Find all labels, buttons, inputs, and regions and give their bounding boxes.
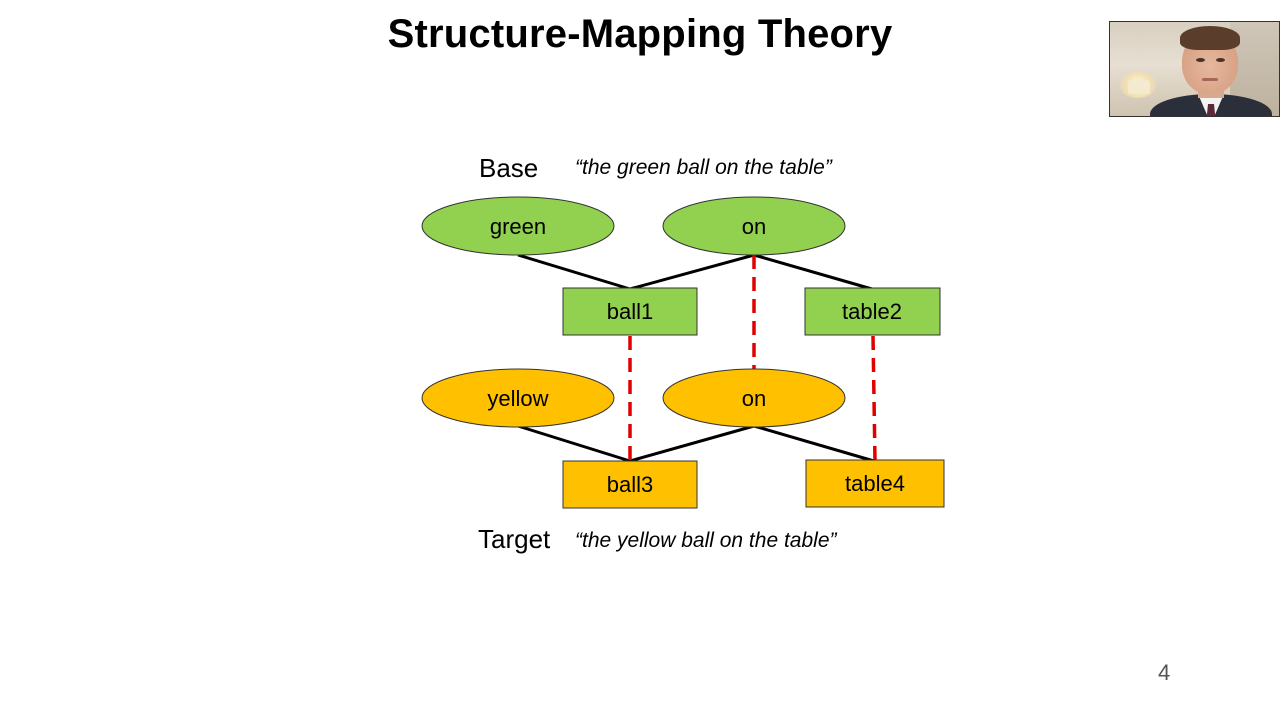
- node-green: [421, 196, 615, 256]
- node-yellow: [421, 368, 615, 428]
- target-label: Target: [478, 524, 551, 554]
- target-quote: “the yellow ball on the table”: [575, 529, 837, 552]
- link-on-ball3: [629, 424, 755, 463]
- node-ball1-label: ball1: [607, 299, 653, 324]
- node-green-label: green: [490, 214, 546, 239]
- node-ball3-label: ball3: [607, 472, 653, 497]
- node-ball3: [562, 460, 698, 509]
- link-green-ball1: [517, 253, 631, 291]
- base-label: Base: [479, 153, 539, 183]
- target-nodes: yellow on ball3 table4: [421, 368, 945, 509]
- node-table2: [804, 287, 941, 336]
- node-table4-label: table4: [845, 471, 905, 496]
- slide-page-number: 4: [1158, 660, 1171, 685]
- node-target-on-label: on: [742, 386, 766, 411]
- node-table2-label: table2: [842, 299, 902, 324]
- slide-title: Structure-Mapping Theory: [387, 12, 893, 56]
- link-on-table4: [753, 424, 875, 463]
- node-table4: [805, 459, 945, 508]
- lamp-icon: [1128, 80, 1150, 94]
- base-links: [517, 253, 873, 291]
- node-ball1: [562, 287, 698, 336]
- link-on-ball1: [629, 253, 755, 291]
- node-base-on-label: on: [742, 214, 766, 239]
- base-nodes: green on ball1 table2: [421, 196, 941, 336]
- base-quote: “the green ball on the table”: [575, 156, 832, 179]
- link-yellow-ball3: [517, 424, 631, 463]
- node-target-on: [662, 368, 846, 428]
- node-base-on: [662, 196, 846, 256]
- link-on-table2: [753, 253, 873, 291]
- target-links: [517, 424, 875, 463]
- mapping-table2-table4: [871, 335, 877, 462]
- node-yellow-label: yellow: [487, 386, 548, 411]
- presenter-webcam-video: [1109, 21, 1280, 117]
- mapping-links: [628, 255, 877, 462]
